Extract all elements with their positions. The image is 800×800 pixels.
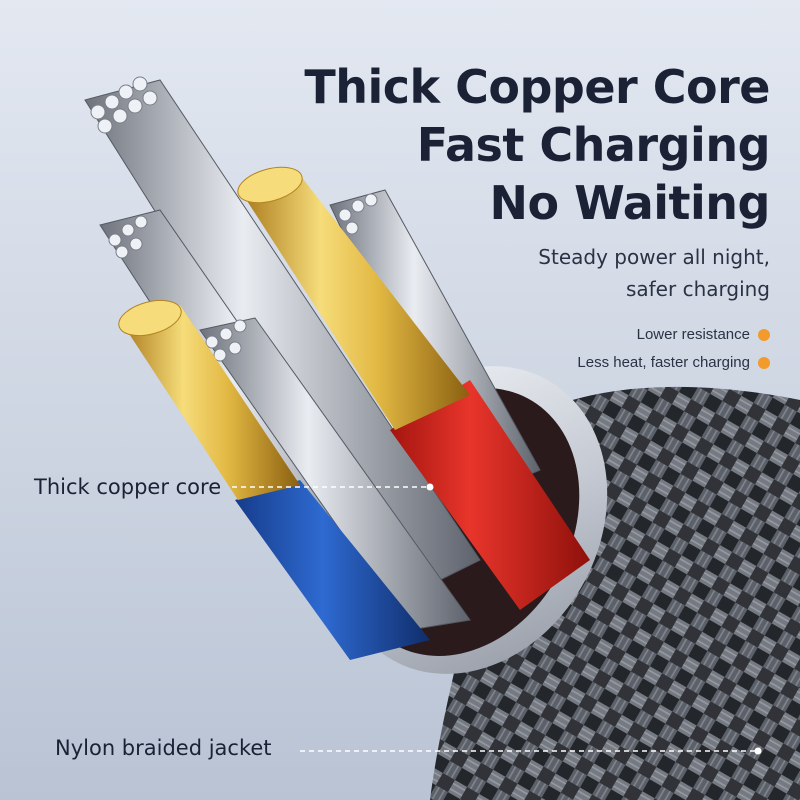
headline-line-1: Thick Copper Core [304, 60, 770, 114]
orange-dot-icon [758, 356, 770, 369]
callout-nylon-jacket: Nylon braided jacket [55, 736, 272, 760]
callout-copper-core: Thick copper core [34, 475, 222, 499]
headline-line-2: Fast Charging [416, 118, 771, 172]
callout-leaders [232, 483, 762, 755]
feature-label: Less heat, faster charging [577, 354, 750, 371]
subhead-line-2: safer charging [625, 277, 770, 301]
feature-less-heat: Less heat, faster charging [577, 354, 770, 371]
red-insulated-wire [237, 166, 590, 610]
orange-dot-icon [758, 328, 770, 341]
feature-lower-resistance: Lower resistance [637, 326, 770, 343]
blue-insulated-wire [118, 299, 430, 660]
headline-line-3: No Waiting [489, 176, 771, 230]
feature-label: Lower resistance [636, 326, 750, 343]
subhead-line-1: Steady power all night, [538, 245, 770, 269]
